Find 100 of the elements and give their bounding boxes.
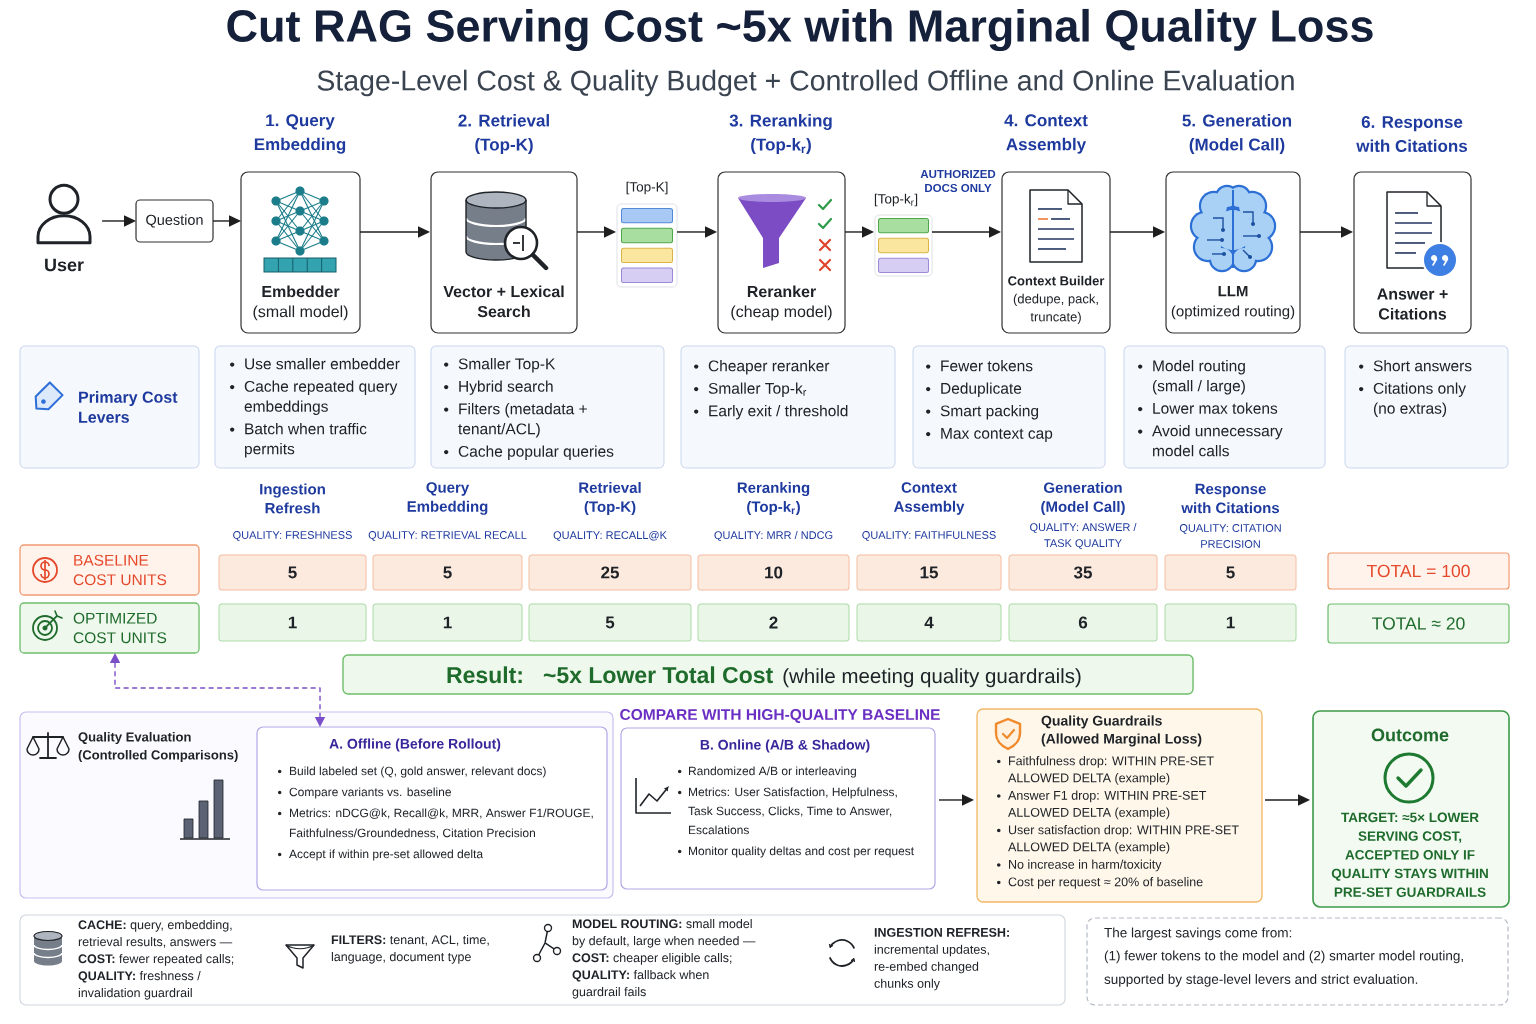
arrow	[938, 794, 974, 806]
bullet-item: Smart packing	[940, 405, 1039, 420]
subtitle: Stage-Level Cost & Quality Budget + Controlled Offline and Online Evaluation	[317, 69, 1294, 97]
bullet-item: Metrics: nDCG@k, Recall@k, MRR, Answer F1/ROUGE, Faithfulness/Groundedness, Citation Precision	[290, 808, 593, 839]
metric-label: QUALITY: ANSWER / TASK QUALITY	[1030, 522, 1137, 549]
stack-label: [Top-K]	[626, 181, 668, 195]
total-cell: TOTAL ≈ 20	[1327, 603, 1510, 644]
cost-cell: 35	[1008, 554, 1158, 591]
step-title: LLM	[1218, 285, 1248, 297]
bullet-item: Model routing (small / large)	[1152, 360, 1245, 395]
lever-card	[680, 345, 896, 469]
metric-label: QUALITY: CITATION PRECISION	[1179, 524, 1281, 548]
arrow	[676, 226, 717, 238]
result-banner	[342, 654, 1194, 695]
cost-cell: 10	[697, 554, 850, 591]
step-title: Context Builder	[1008, 275, 1105, 286]
step-title: Vector + Lexical Search	[443, 285, 564, 318]
column-heading: Response with Citations	[1181, 483, 1280, 514]
step-note: (cheap model)	[731, 305, 832, 321]
cost-cell: 1	[372, 603, 523, 642]
arrow	[359, 226, 430, 238]
stage-heading: 2. Retrieval (Top-K)	[458, 114, 549, 154]
outcome-text: TARGET: ≈5× LOWER SERVING COST, ACCEPTED ONLY IF QUALITY STAYS WITHIN PRE-SET GUARDRAILS	[1331, 812, 1488, 897]
arrow	[1109, 226, 1165, 238]
arrow	[576, 226, 616, 238]
column-heading: Ingestion Refresh	[260, 483, 325, 514]
bullet-item: Fewer tokens	[941, 360, 1033, 372]
step-title: Reranker	[747, 285, 816, 298]
bullet-item: No increase in harm/toxicity	[1009, 859, 1162, 872]
bullet-item: Monitor quality deltas and cost per request	[689, 846, 914, 858]
note-text: (1) fewer tokens to the model and (2) smarter model routing, supported by stage-level levers and strict evaluation.	[1104, 950, 1463, 987]
lever-heading: Primary Cost Levers	[79, 391, 178, 423]
bullet-item: Cost per request ≈ 20% of baseline	[1008, 877, 1203, 889]
lever-card	[912, 345, 1106, 469]
arrow	[1264, 794, 1310, 806]
step-title: Embedder	[262, 285, 340, 298]
cost-cell: 4	[856, 603, 1002, 642]
cost-cell: 1	[1164, 603, 1297, 642]
arrow	[1299, 226, 1353, 238]
cost-cell: 5	[218, 554, 367, 591]
bullet-item: Cache popular queries	[458, 445, 614, 460]
panel-heading: A. Offline (Before Rollout)	[329, 738, 501, 752]
bullet-item: Answer F1 drop: WITHIN PRE-SET ALLOWED DELTA (example)	[1008, 790, 1207, 820]
metric-label: QUALITY: FRESHNESS	[233, 531, 352, 541]
panel-heading: Quality Evaluation (Controlled Comparisons)	[78, 732, 238, 763]
bullet-item: Randomized A/B or interleaving	[689, 766, 856, 778]
row-heading: OPTIMIZED COST UNITS	[73, 612, 167, 644]
stage-heading: 5. Generation (Model Call)	[1182, 114, 1292, 154]
cost-cell: 15	[856, 554, 1002, 591]
bullet-item: Filters (metadata + tenant/ACL)	[458, 403, 587, 438]
dashed-note	[1086, 917, 1509, 1006]
lever-card	[430, 345, 665, 469]
bullet-item: Batch when traffic permits	[245, 423, 367, 458]
metric-label: QUALITY: FAITHFULNESS	[862, 531, 996, 541]
cost-cell: 5	[372, 554, 523, 591]
bullet-item: Use smaller embedder	[245, 358, 400, 370]
stage-heading: 6. Response with Citations	[1356, 115, 1468, 152]
bullet-item: Accept if within pre-set allowed delta	[289, 849, 484, 861]
bullet-item: Avoid unnecessary model calls	[1152, 425, 1283, 457]
result-label: Result:	[447, 666, 522, 684]
bullet-item: Max context cap	[941, 428, 1053, 442]
column-heading: Retrieval (Top-K)	[579, 482, 641, 515]
row-heading: BASELINE COST UNITS	[73, 554, 167, 586]
bullet-item: Deduplicate	[941, 382, 1022, 397]
bullet-item: Metrics: User Satisfaction, Helpfulness, Task Success, Clicks, Time to Answer, Escalations	[688, 787, 897, 835]
glossary-entry: MODEL ROUTING: small model by default, large when needed — COST: cheaper eligible calls; QUALITY: fallback when guardrail fails	[572, 919, 756, 999]
column-heading: Reranking (Top-k$_{r}$)	[737, 482, 810, 515]
bullet-item: Build labeled set (Q, gold answer, relevant docs)	[290, 766, 546, 778]
glossary-entry: CACHE: query, embedding, retrieval results, answers — COST: fewer repeated calls; QUALITY: freshness / invalidation guardrail	[78, 920, 234, 1000]
person-label: User	[45, 258, 84, 272]
panel-heading: B. Online (A/B & Shadow)	[700, 739, 870, 753]
bullet-item: Hybrid search	[459, 380, 553, 395]
step-note: (optimized routing)	[1171, 305, 1295, 320]
stage-heading: 3. Reranking (Top-k$_{r}$)	[729, 114, 832, 154]
metric-label: QUALITY: MRR / NDCG	[714, 530, 833, 541]
cost-cell: 5	[1164, 554, 1297, 591]
total-cell: TOTAL = 100	[1327, 552, 1510, 590]
result-note: (while meeting quality guardrails)	[783, 668, 1081, 688]
dashed-double-arrow	[109, 653, 326, 727]
lever-card	[1344, 345, 1509, 469]
cost-cell: 5	[528, 603, 692, 642]
bullet-item: Citations only (no extras)	[1373, 382, 1466, 417]
bullet-item: Smaller Top-K	[458, 358, 556, 373]
bullet-item: Compare variants vs. baseline	[289, 787, 451, 799]
cost-cell: 1	[218, 603, 367, 642]
arrow	[931, 226, 1001, 238]
bullet-item: Short answers	[1373, 360, 1472, 372]
column-heading: Generation (Model Call)	[1041, 482, 1125, 515]
panel	[256, 726, 608, 891]
arrow	[844, 226, 874, 238]
stage-heading: 1. Query Embedding	[254, 114, 346, 154]
title: Cut RAG Serving Cost ~5x with Marginal Quality Loss	[227, 8, 1373, 52]
cost-cell: 2	[697, 603, 850, 642]
bullet-item: Cheaper reranker	[708, 360, 830, 375]
lever-card	[1123, 345, 1326, 469]
glossary-entry: FILTERS: tenant, ACL, time, language, document type	[331, 935, 489, 964]
note-text: The largest savings come from:	[1104, 927, 1292, 941]
edge-label: AUTHORIZED DOCS ONLY	[916, 168, 1000, 194]
stack-label: [Top-k$_{r}$]	[874, 193, 918, 207]
column-heading: Query Embedding	[407, 482, 488, 515]
